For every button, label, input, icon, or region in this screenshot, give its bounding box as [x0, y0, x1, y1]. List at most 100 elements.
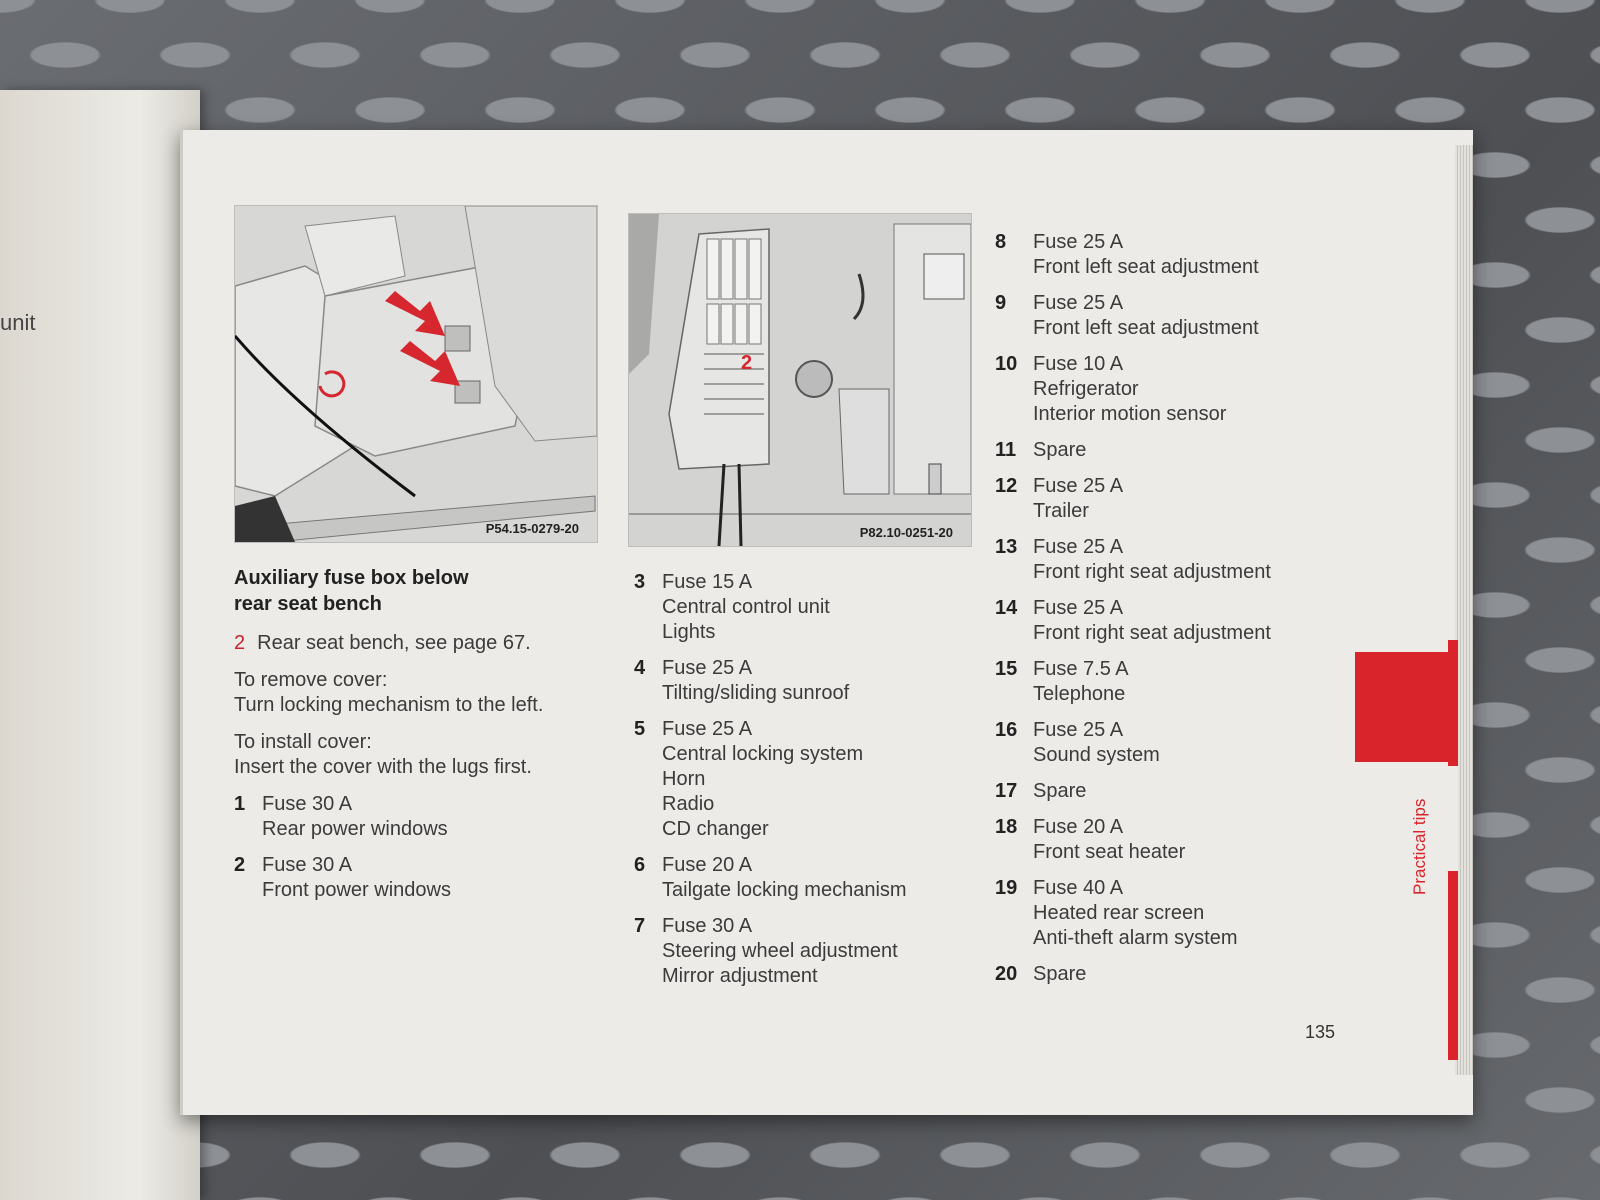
fuse-rating: Spare — [1033, 963, 1087, 985]
fuse-circuit: Steering wheel adjustment — [662, 940, 898, 962]
fuse-number: 5 — [634, 718, 646, 740]
fuse-rating: Fuse 25 A — [1033, 719, 1124, 741]
fuse-rating: Fuse 25 A — [1033, 231, 1124, 253]
fuse-circuit: Heated rear screen — [1033, 902, 1205, 924]
fuse-number: 17 — [995, 780, 1018, 802]
fuse-rating: Spare — [1033, 439, 1087, 461]
fuse-circuit: Front right seat adjustment — [1033, 622, 1271, 644]
fuse-description: Spare — [1033, 962, 1086, 987]
section-tab-marker — [1355, 652, 1455, 762]
fuse-circuit: Trailer — [1033, 500, 1089, 522]
fuse-rating: Fuse 25 A — [1033, 597, 1124, 619]
fuse-item: 17 Spare — [995, 779, 1325, 804]
fuse-description: Fuse 7.5 A Telephone — [1033, 657, 1129, 707]
fuse-description: Spare — [1033, 438, 1086, 463]
install-cover-instruction: To install cover: Insert the cover with … — [234, 730, 604, 780]
figure-code: P54.15-0279-20 — [485, 521, 579, 536]
fuse-rating: Fuse 20 A — [662, 854, 753, 876]
fuse-number: 3 — [634, 571, 646, 593]
fuse-number: 16 — [995, 719, 1018, 741]
fuse-rating: Fuse 15 A — [662, 571, 753, 593]
fuse-description: Fuse 25 A Trailer — [1033, 474, 1123, 524]
fuse-circuit: Telephone — [1033, 683, 1126, 705]
fuse-circuit: Lights — [662, 621, 716, 643]
fuse-circuit: Rear power windows — [262, 818, 448, 840]
fuse-number: 15 — [995, 658, 1018, 680]
fuse-rating: Fuse 25 A — [1033, 475, 1124, 497]
section-tab-label: Practical tips — [1410, 798, 1429, 895]
fuse-circuit: Front right seat adjustment — [1033, 561, 1271, 583]
fuse-circuit: Radio — [662, 793, 715, 815]
fuse-number: 1 — [234, 793, 246, 815]
fuse-number: 8 — [995, 231, 1007, 253]
fuse-rating: Fuse 25 A — [662, 718, 753, 740]
fuse-number: 4 — [634, 657, 646, 679]
remove-cover-instruction: To remove cover: Turn locking mechanism … — [234, 668, 604, 718]
fuse-rating: Fuse 30 A — [662, 915, 753, 937]
instruction-title: To install cover: — [234, 731, 372, 753]
fuse-circuit: Front seat heater — [1033, 841, 1186, 863]
fuse-number: 19 — [995, 877, 1018, 899]
fuse-circuit: Interior motion sensor — [1033, 403, 1227, 425]
fuse-box-drawing — [629, 214, 971, 546]
fuse-rating: Fuse 40 A — [1033, 877, 1124, 899]
fuse-description: Fuse 25 A Front right seat adjustment — [1033, 596, 1271, 646]
fuse-description: Spare — [1033, 779, 1086, 804]
column-auxiliary-fuse-box: Auxiliary fuse box below rear seat bench… — [234, 565, 604, 914]
fuse-item: 8 Fuse 25 A Front left seat adjustment — [995, 230, 1325, 280]
left-page: unit — [0, 90, 200, 1200]
fuse-circuit: Front left seat adjustment — [1033, 256, 1259, 278]
fuse-circuit: Central control unit — [662, 596, 830, 618]
fuse-number: 20 — [995, 963, 1018, 985]
left-page-text-fragment: unit — [0, 310, 36, 335]
section-heading: Auxiliary fuse box below rear seat bench — [234, 565, 604, 617]
rear-seat-drawing — [235, 206, 597, 542]
fuse-rating: Fuse 7.5 A — [1033, 658, 1129, 680]
fuse-box-detail-illustration: 2 P82.10-0251-20 — [628, 213, 972, 547]
fuse-rating: Fuse 25 A — [1033, 292, 1124, 314]
fuse-rating: Fuse 30 A — [262, 854, 353, 876]
fuse-item: 15 Fuse 7.5 A Telephone — [995, 657, 1325, 707]
instruction-text: Turn locking mechanism to the left. — [234, 694, 544, 716]
fuse-rating: Fuse 10 A — [1033, 353, 1124, 375]
fuse-number: 6 — [634, 854, 646, 876]
fuse-number: 7 — [634, 915, 646, 937]
fuse-number: 18 — [995, 816, 1018, 838]
fuse-number: 13 — [995, 536, 1018, 558]
page-edge-tab-strip — [1448, 640, 1458, 1060]
rear-seat-fuse-box-illustration: P54.15-0279-20 — [234, 205, 598, 543]
fuse-item: 20 Spare — [995, 962, 1325, 987]
page-edges — [1455, 145, 1473, 1075]
heading-line: rear seat bench — [234, 593, 382, 615]
instruction-title: To remove cover: — [234, 669, 388, 691]
instruction-text: Insert the cover with the lugs first. — [234, 756, 532, 778]
